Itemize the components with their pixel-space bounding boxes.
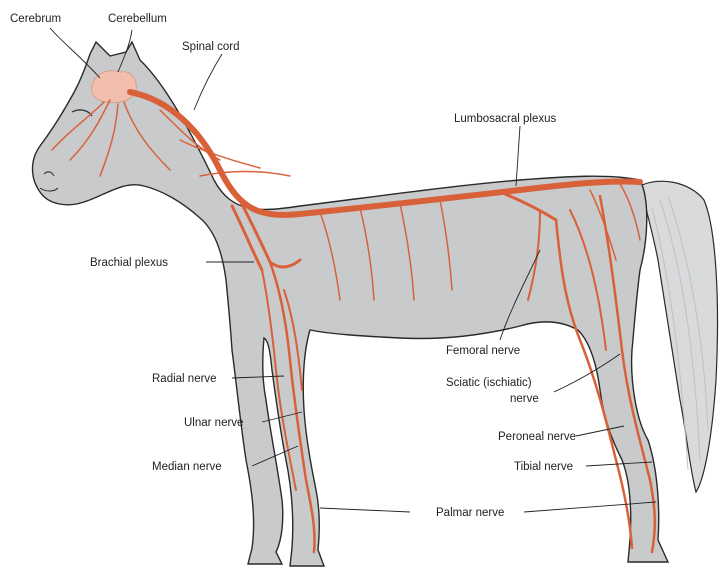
label-ulnar-nerve: Ulnar nerve [184,417,243,429]
label-femoral-nerve: Femoral nerve [446,345,520,357]
label-sciatic-nerve-line1: Sciatic (ischiatic) [446,377,532,389]
label-median-nerve: Median nerve [152,461,222,473]
label-lumbosacral-plexus: Lumbosacral plexus [454,113,557,125]
label-radial-nerve: Radial nerve [152,373,217,385]
label-spinal-cord: Spinal cord [182,41,240,53]
label-tibial-nerve: Tibial nerve [514,461,573,473]
horse-body [33,42,669,566]
label-cerebellum: Cerebellum [108,13,167,25]
label-cerebrum: Cerebrum [10,13,61,25]
label-sciatic-nerve-line2: nerve [510,393,539,405]
horse-tail [640,181,718,492]
label-palmar-nerve: Palmar nerve [436,507,504,519]
label-peroneal-nerve: Peroneal nerve [498,431,576,443]
brain [92,71,137,103]
label-brachial-plexus: Brachial plexus [90,257,168,269]
